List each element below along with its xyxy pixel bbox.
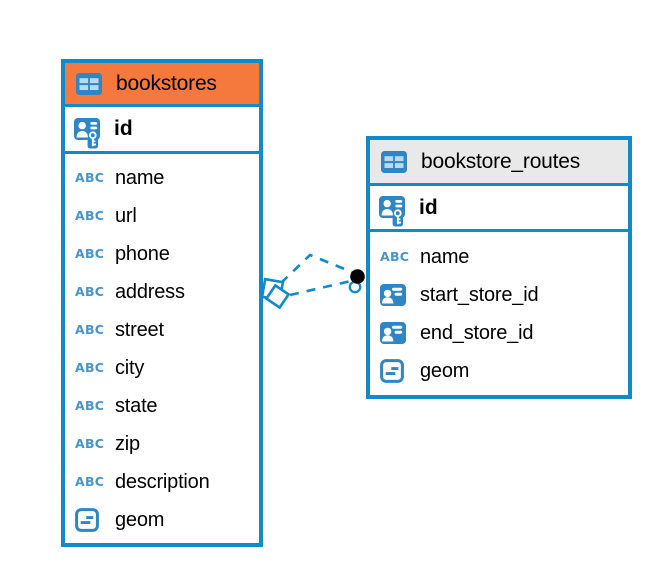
column-name: state [115, 394, 158, 417]
column-list: ABC name ABC url ABC phone ABC address A… [65, 154, 259, 543]
column-name: street [115, 318, 164, 341]
text-type-icon: ABC [75, 473, 105, 489]
entity-table-bookstores[interactable]: bookstores id ABC name ABC url ABC phone… [61, 59, 263, 547]
primary-key-name: id [419, 195, 438, 219]
table-header-bookstore-routes[interactable]: bookstore_routes [370, 140, 628, 186]
column-name: name [115, 166, 165, 189]
many-end-diamond-marker [264, 283, 291, 310]
primary-key-row[interactable]: id [370, 186, 628, 232]
column-name: zip [115, 432, 140, 455]
geometry-type-icon [75, 508, 106, 532]
column-name: description [115, 470, 210, 493]
table-header-bookstores[interactable]: bookstores [65, 63, 259, 107]
column-name: url [115, 204, 137, 227]
entity-table-bookstore-routes[interactable]: bookstore_routes id ABC name start_store… [366, 136, 632, 399]
text-type-icon: ABC [75, 359, 105, 375]
column-name: name [420, 245, 470, 268]
column-row[interactable]: ABC zip [65, 425, 259, 463]
primary-key-icon [74, 110, 105, 149]
relationship-line-lower[interactable] [289, 279, 352, 297]
column-row[interactable]: ABC street [65, 311, 259, 349]
column-row[interactable]: ABC name [65, 159, 259, 197]
column-row[interactable]: ABC url [65, 197, 259, 235]
table-icon [76, 73, 107, 95]
table-icon [381, 151, 412, 173]
text-type-icon: ABC [75, 321, 105, 337]
text-type-icon: ABC [75, 245, 105, 261]
text-type-icon: ABC [75, 283, 105, 299]
one-end-dot-marker [350, 269, 365, 284]
table-title: bookstores [116, 71, 217, 95]
column-row[interactable]: ABC city [65, 349, 259, 387]
reference-type-icon [380, 322, 411, 344]
text-type-icon: ABC [380, 248, 410, 264]
primary-key-name: id [114, 117, 133, 140]
many-end-diamond-marker [260, 277, 285, 302]
column-list: ABC name start_store_id end_store_id geo… [370, 232, 628, 395]
column-row[interactable]: ABC description [65, 463, 259, 501]
table-title: bookstore_routes [421, 149, 581, 173]
column-name: start_store_id [420, 283, 539, 306]
one-end-ring-marker [348, 280, 362, 294]
geometry-type-icon [380, 359, 411, 383]
text-type-icon: ABC [75, 207, 105, 223]
text-type-icon: ABC [75, 435, 105, 451]
primary-key-icon [379, 188, 410, 227]
column-row[interactable]: geom [370, 352, 628, 390]
column-name: geom [115, 508, 165, 531]
text-type-icon: ABC [75, 397, 105, 413]
column-name: end_store_id [420, 321, 534, 344]
column-row[interactable]: geom [65, 501, 259, 539]
column-row[interactable]: ABC name [370, 238, 628, 276]
text-type-icon: ABC [75, 169, 105, 185]
column-name: phone [115, 242, 170, 265]
column-name: geom [420, 359, 470, 382]
reference-type-icon [380, 284, 411, 306]
column-name: address [115, 280, 185, 303]
column-row[interactable]: end_store_id [370, 314, 628, 352]
column-row[interactable]: start_store_id [370, 276, 628, 314]
relationship-line-upper[interactable] [280, 253, 353, 284]
column-row[interactable]: ABC state [65, 387, 259, 425]
column-row[interactable]: ABC address [65, 273, 259, 311]
primary-key-row[interactable]: id [65, 107, 259, 154]
column-row[interactable]: ABC phone [65, 235, 259, 273]
column-name: city [115, 356, 145, 379]
